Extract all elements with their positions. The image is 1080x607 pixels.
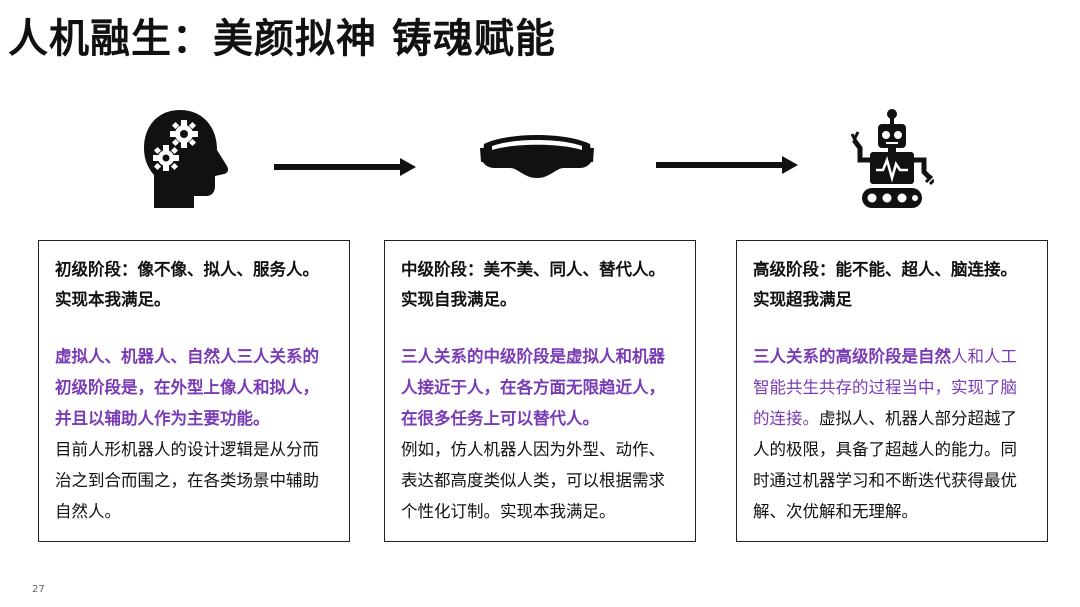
- stage-card-beginner: 初级阶段：像不像、拟人、服务人。 实现本我满足。 虚拟人、机器人、自然人三人关系…: [38, 240, 350, 542]
- stage-heading: 高级阶段：能不能、超人、脑连接。: [753, 260, 1017, 279]
- page-title: 人机融生：美颜拟神 铸魂赋能: [8, 16, 556, 62]
- stage-card-intermediate: 中级阶段：美不美、同人、替代人。 实现自我满足。 三人关系的中级阶段是虚拟人和机…: [384, 240, 696, 542]
- stage-heading: 中级阶段：美不美、同人、替代人。: [401, 260, 665, 279]
- stage-goal: 实现自我满足。: [401, 290, 517, 309]
- stage-goal: 实现超我满足: [753, 290, 852, 309]
- arrow-right-icon: [656, 156, 798, 174]
- stage-heading: 初级阶段：像不像、拟人、服务人。: [55, 260, 319, 279]
- stage-plain-text: 例如，仿人机器人因为外型、动作、表达都高度类似人类，可以根据需求个性化订制。实现…: [401, 440, 665, 521]
- stage-plain-text: 目前人形机器人的设计逻辑是从分而治之到合而围之，在各类场景中辅助自然人。: [55, 440, 319, 521]
- stage-accent-text: 三人关系的高级阶段是自然人和人工智能共生共存的过程当中，实现了脑的连接。虚拟人、…: [753, 341, 1031, 527]
- arrow-right-icon: [274, 158, 416, 176]
- stage-accent-strong: 三人关系的高级阶段是自然: [753, 347, 951, 366]
- stage-accent-rest: 人和人工智能共生共存的过程当中，实现了脑的连接。: [753, 347, 1017, 428]
- stage-card-advanced: 高级阶段：能不能、超人、脑连接。 实现超我满足 三人关系的高级阶段是自然人和人工…: [736, 240, 1048, 542]
- stage-accent-text: 虚拟人、机器人、自然人三人关系的初级阶段是，在外型上像人和拟人，并且以辅助人作为…: [55, 347, 319, 428]
- stage-accent-text: 三人关系的中级阶段是虚拟人和机器人接近于人，在各方面无限趋近人，在很多任务上可以…: [401, 347, 665, 428]
- head-gears-icon: [144, 110, 228, 208]
- vr-glasses-icon: [480, 135, 594, 178]
- stage-goal: 实现本我满足。: [55, 290, 171, 309]
- robot-icon: [850, 109, 934, 208]
- page-number: 27: [32, 584, 45, 595]
- stage-plain-text: 虚拟人、机器人部分超越了人的极限，具备了超越人的能力。同时通过机器学习和不断迭代…: [753, 409, 1017, 521]
